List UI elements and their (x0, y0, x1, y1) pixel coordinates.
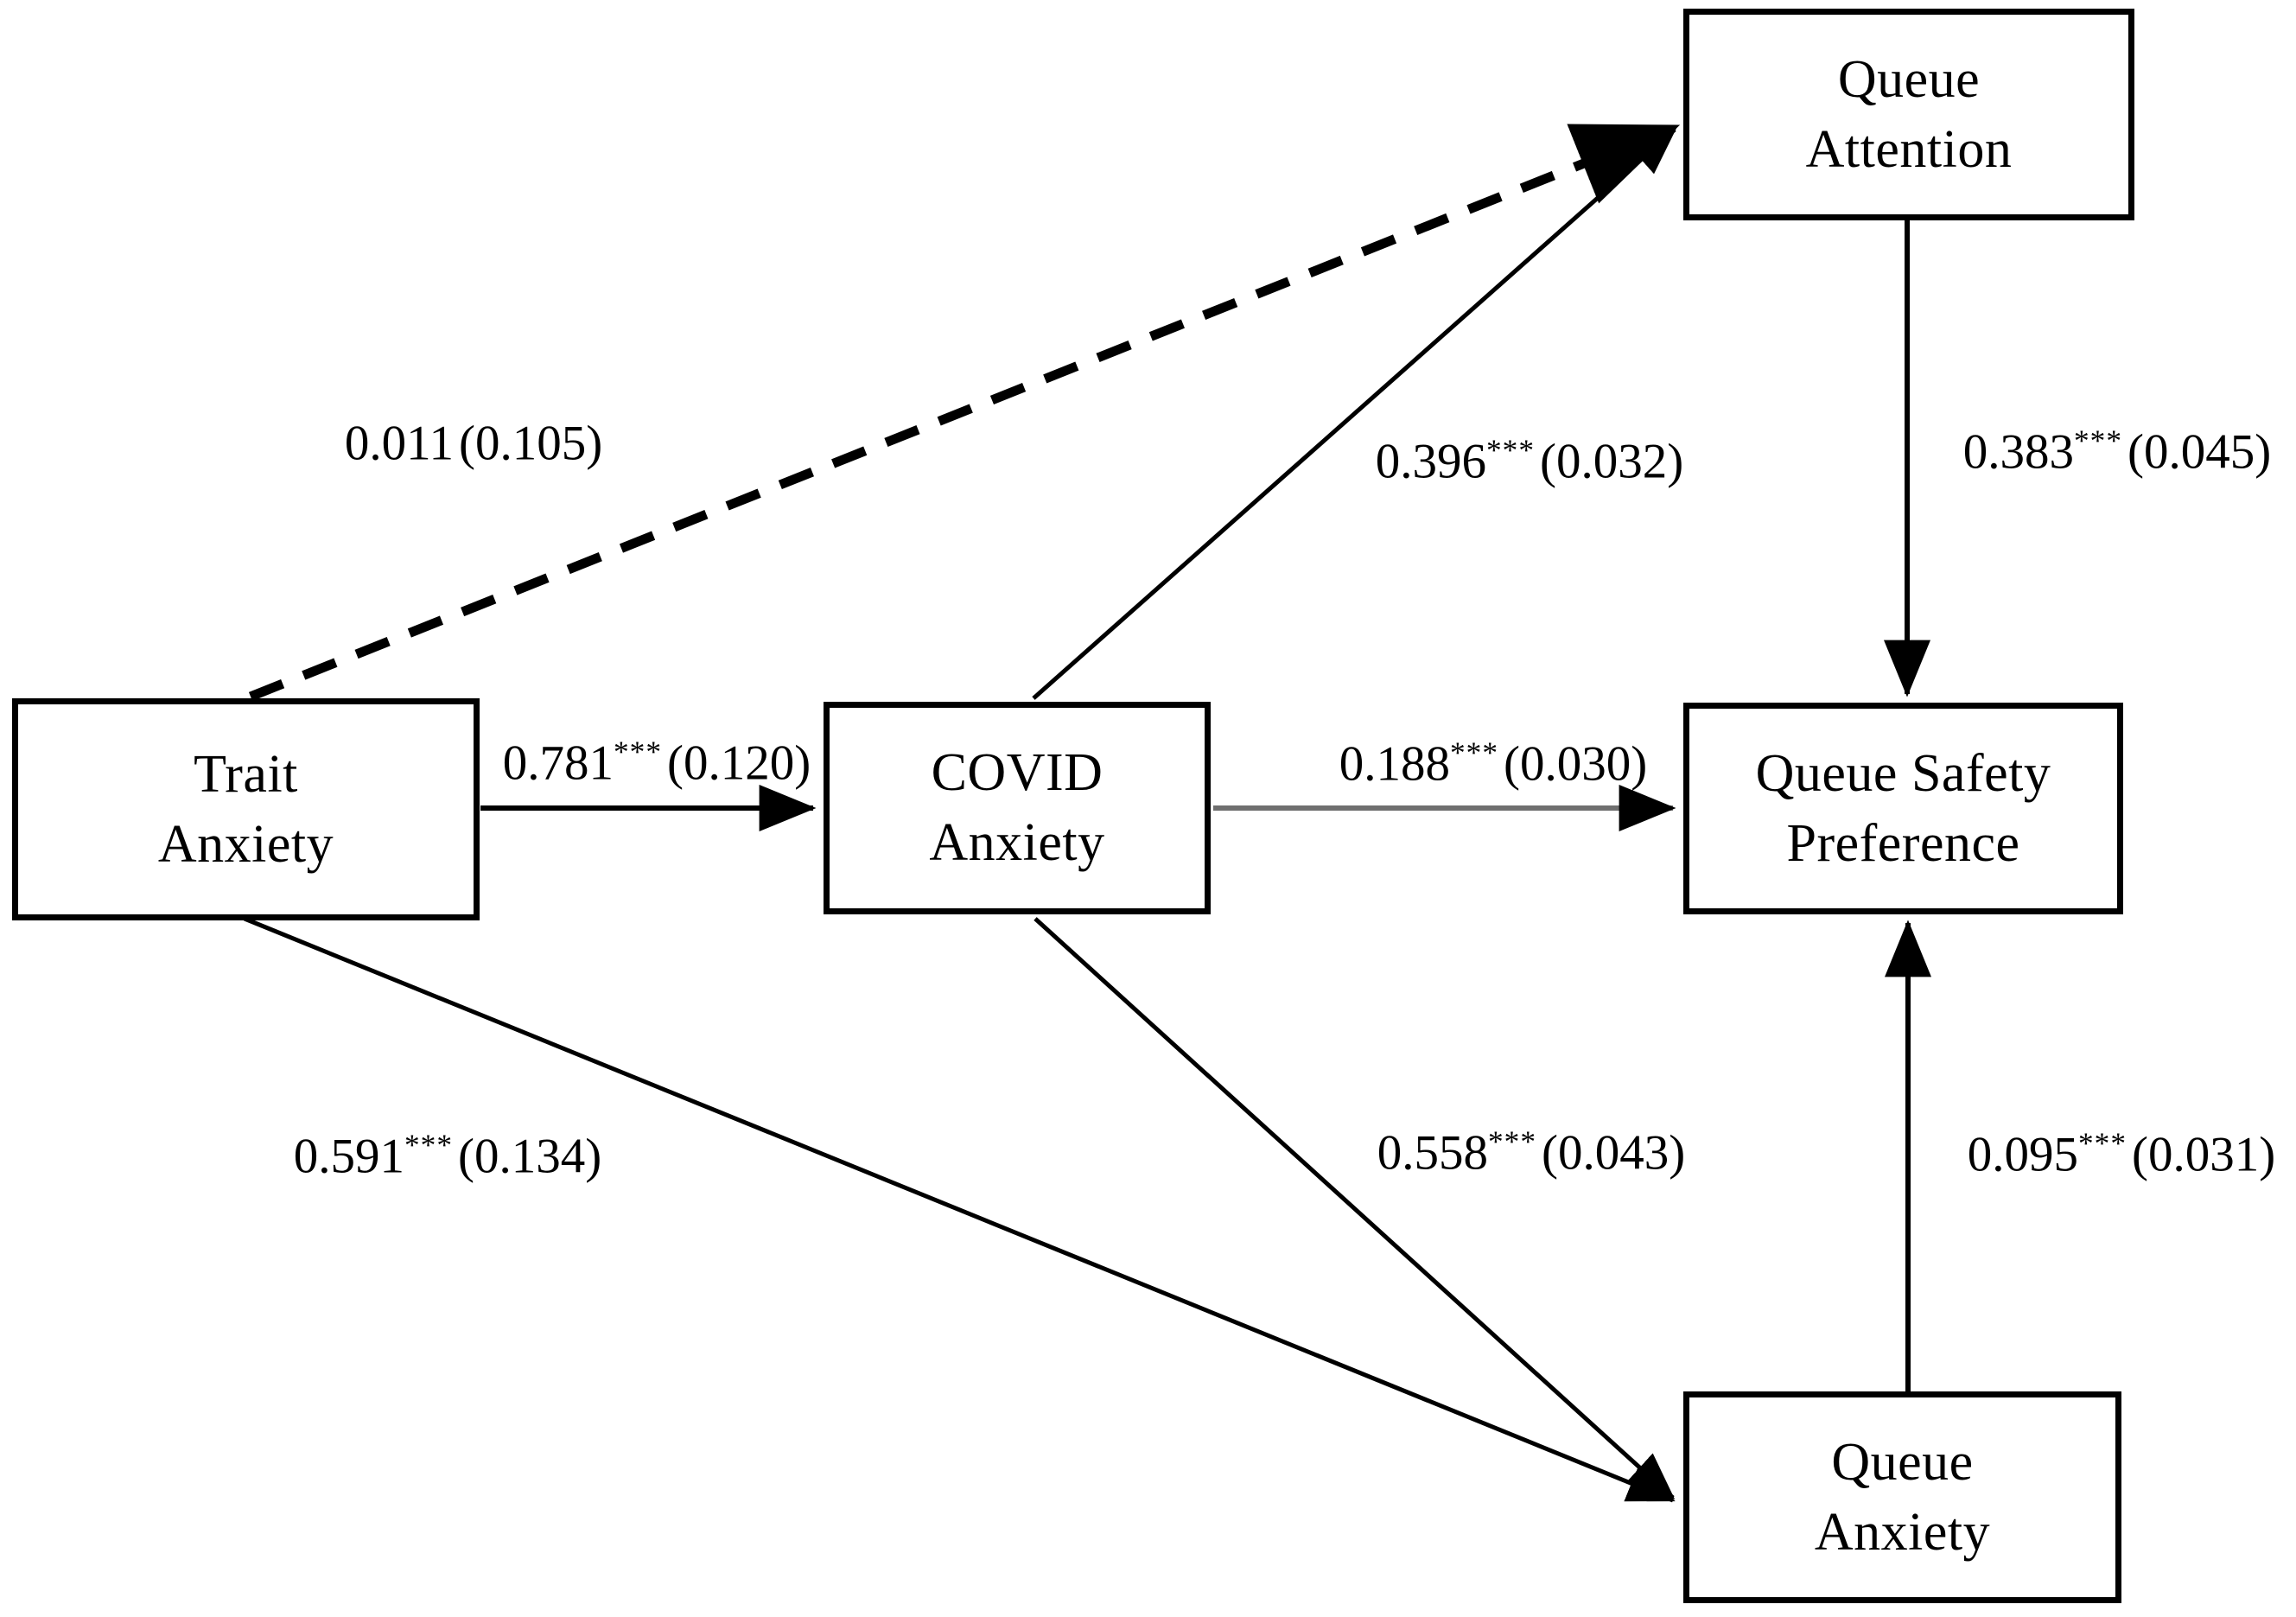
node-queue-attention[interactable]: Queue Attention (1683, 9, 2134, 220)
edge-label-attention-to-safety: 0.383***(0.045) (1962, 423, 2272, 480)
node-label-line: Anxiety (1814, 1502, 1991, 1562)
edge-significance-stars: *** (404, 1128, 454, 1162)
edge-coefficient: 0.188 (1339, 736, 1451, 792)
edge-significance-stars: *** (1486, 433, 1536, 468)
edge-standard-error: (0.105) (458, 416, 603, 471)
edge-coefficient: 0.011 (344, 416, 454, 471)
edge-standard-error: (0.032) (1540, 434, 1684, 489)
edge-trait-to-queue-anxiety (244, 916, 1676, 1503)
edge-coefficient: 0.383 (1962, 424, 2075, 480)
edge-standard-error: (0.134) (458, 1129, 602, 1184)
edge-standard-error: (0.045) (2127, 424, 2272, 480)
edge-covid-to-queue-anxiety (1034, 917, 1676, 1500)
edge-significance-stars: *** (1450, 735, 1499, 770)
edge-coefficient: 0.558 (1377, 1125, 1489, 1181)
edge-significance-stars: *** (2074, 423, 2123, 458)
edge-label-trait-to-queue-anxiety: 0.591***(0.134) (294, 1130, 601, 1181)
edge-coefficient: 0.781 (502, 735, 614, 791)
node-label-line: Attention (1805, 119, 2013, 179)
edge-label-trait-to-covid: 0.781***(0.120) (502, 735, 811, 791)
edge-significance-stars: *** (614, 735, 663, 769)
edge-label-trait-to-attention: 0.011(0.105) (345, 417, 602, 468)
node-label-line: COVID (931, 743, 1103, 803)
edge-label-covid-to-attention: 0.396***(0.032) (1375, 433, 1684, 489)
edge-covid-to-attention (1032, 128, 1677, 700)
node-label-line: Trait (194, 744, 298, 804)
node-queue-safety-preference[interactable]: Queue Safety Preference (1683, 703, 2123, 914)
edge-standard-error: (0.030) (1504, 736, 1648, 792)
node-label-line: Preference (1786, 813, 2020, 873)
node-queue-anxiety[interactable]: Queue Anxiety (1683, 1391, 2121, 1603)
node-label-line: Anxiety (929, 813, 1105, 872)
edge-coefficient: 0.095 (1967, 1127, 2079, 1182)
edge-standard-error: (0.120) (667, 735, 811, 791)
edge-coefficient: 0.591 (293, 1129, 405, 1184)
node-covid-anxiety[interactable]: COVID Anxiety (824, 702, 1211, 914)
edge-label-covid-to-queue-anxiety: 0.558***(0.043) (1377, 1124, 1686, 1181)
edge-label-queue-anxiety-to-safety: 0.095***(0.031) (1967, 1126, 2276, 1182)
edge-standard-error: (0.043) (1542, 1125, 1686, 1181)
node-label-line: Queue (1831, 1432, 1974, 1492)
edge-standard-error: (0.031) (2132, 1127, 2276, 1182)
edge-trait-to-attention (248, 122, 1681, 702)
node-label-line: Anxiety (157, 814, 334, 874)
edge-significance-stars: *** (1488, 1124, 1537, 1159)
edge-label-covid-to-safety: 0.188***(0.030) (1339, 735, 1648, 792)
node-trait-anxiety[interactable]: Trait Anxiety (12, 698, 480, 920)
node-label-line: Queue (1837, 49, 1981, 109)
node-label-line: Queue Safety (1755, 743, 2051, 803)
edge-coefficient: 0.396 (1375, 434, 1487, 489)
edge-significance-stars: *** (2078, 1126, 2127, 1161)
